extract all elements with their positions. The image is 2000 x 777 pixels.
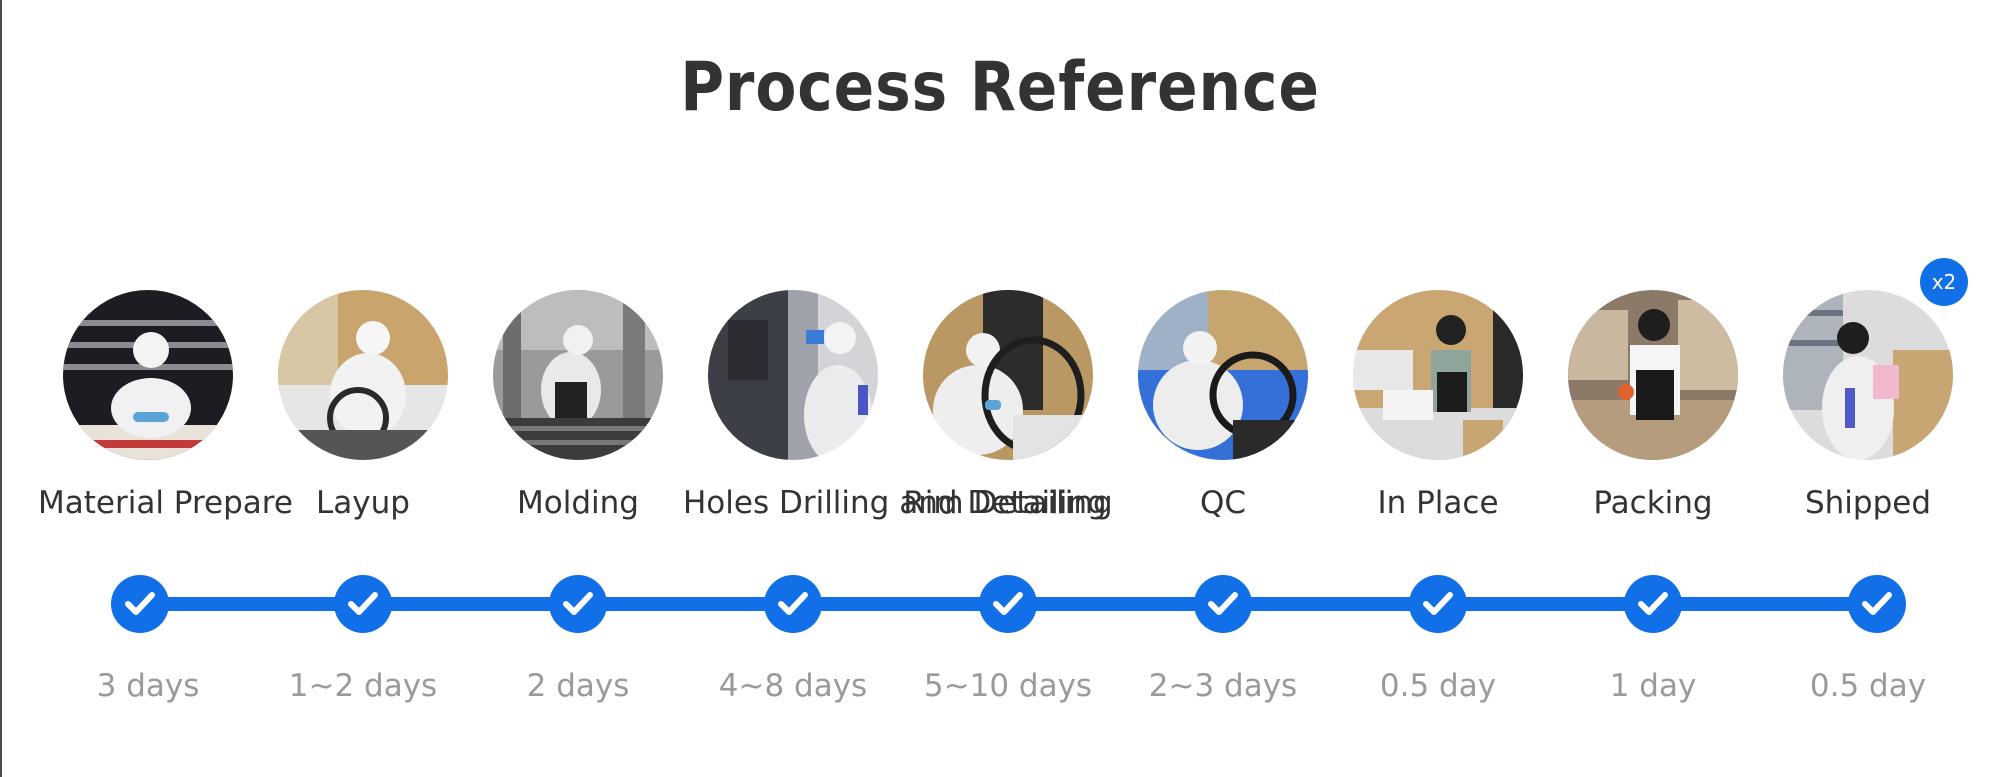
step-duration: 2~3 days (1148, 668, 1298, 704)
check-icon (334, 575, 392, 633)
worker-packing-photo (1568, 290, 1738, 460)
check-icon (764, 575, 822, 633)
step-duration: 1~2 days (288, 668, 438, 704)
step-label: Rim Detailing (903, 485, 1113, 521)
worker-molding-photo (493, 290, 663, 460)
worker-shipping-photo (1783, 290, 1953, 460)
step-label: Material Prepare (38, 485, 293, 521)
worker-inspecting-material-photo (63, 290, 233, 460)
step-label: QC (1199, 485, 1247, 521)
check-icon (1848, 575, 1906, 633)
check-icon (549, 575, 607, 633)
process-step: Shipped (1758, 290, 1978, 527)
worker-in-place-photo (1353, 290, 1523, 460)
process-step: Molding (468, 290, 688, 527)
process-step: Layup (253, 290, 473, 527)
step-duration: 5~10 days (923, 668, 1093, 704)
page-title: Process Reference (680, 48, 1320, 127)
worker-rim-detailing-photo (923, 290, 1093, 460)
step-label: Layup (316, 485, 410, 521)
worker-drilling-photo (708, 290, 878, 460)
step-label: Packing (1593, 485, 1713, 521)
process-step: Holes Drilling and Detailing (683, 290, 1107, 527)
step-label: In Place (1377, 485, 1499, 521)
process-step: QC (1113, 290, 1333, 527)
step-duration: 4~8 days (718, 668, 868, 704)
step-label: Molding (517, 485, 639, 521)
step-label: Shipped (1804, 485, 1932, 521)
step-label: Holes Drilling and Detailing (683, 485, 1107, 521)
process-step: Material Prepare (38, 290, 293, 527)
zoom-badge[interactable]: x2 (1920, 258, 1968, 306)
step-duration: 0.5 day (1379, 668, 1497, 704)
check-icon (1194, 575, 1252, 633)
step-duration: 0.5 day (1809, 668, 1927, 704)
step-duration: 2 days (526, 668, 630, 704)
check-icon (111, 575, 169, 633)
check-icon (1409, 575, 1467, 633)
process-step: In Place (1328, 290, 1548, 527)
process-step: Rim Detailing (898, 290, 1118, 527)
step-duration: 3 days (96, 668, 200, 704)
worker-qc-photo (1138, 290, 1308, 460)
step-duration: 1 day (1609, 668, 1697, 704)
check-icon (979, 575, 1037, 633)
check-icon (1624, 575, 1682, 633)
left-border (0, 0, 2, 777)
worker-layup-photo (278, 290, 448, 460)
process-step: Packing (1543, 290, 1763, 527)
